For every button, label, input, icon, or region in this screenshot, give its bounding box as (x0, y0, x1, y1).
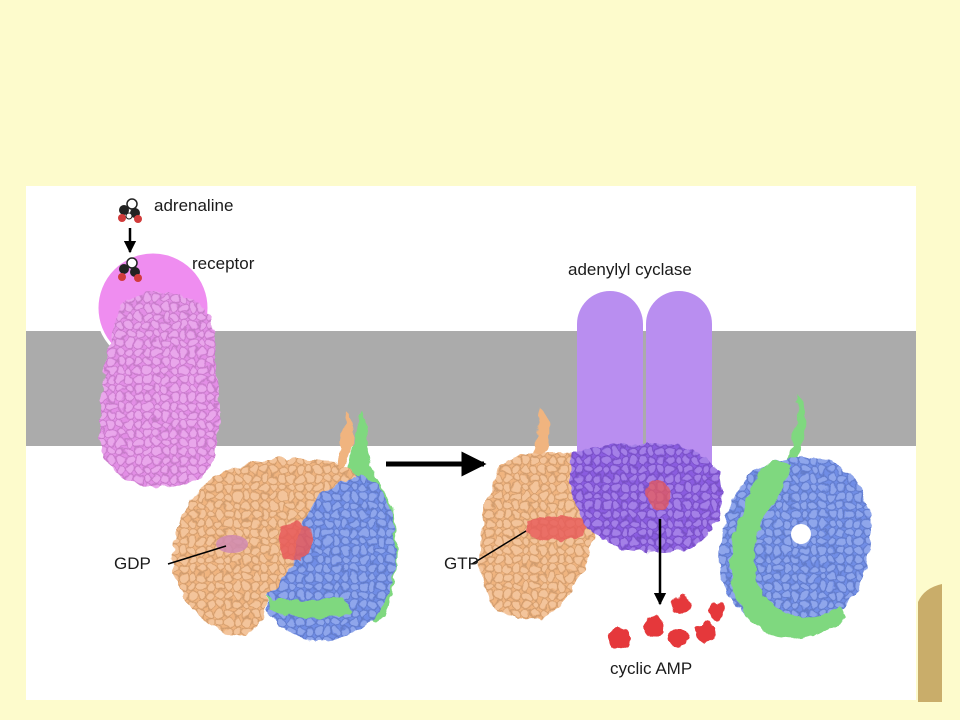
gdp-nucleotide (216, 535, 248, 553)
adrenaline-bound-icon (118, 257, 142, 282)
diagram-canvas (26, 198, 916, 649)
cyclic-amp-label: cyclic AMP (610, 659, 693, 678)
gdp-label: GDP (114, 554, 151, 573)
cyclic-amp-molecules (608, 596, 725, 649)
g-alpha-active (479, 406, 598, 620)
gdp-pointer (167, 545, 227, 565)
g-beta-gamma-complex (719, 394, 871, 638)
adenylyl-cyclase-label: adenylyl cyclase (568, 260, 692, 279)
signaling-diagram: adrenaline receptor adenylyl cyclase GDP… (26, 186, 916, 700)
gtp-pointer (471, 530, 527, 565)
gtp-label: GTP (444, 554, 479, 573)
adrenaline-label: adrenaline (154, 196, 234, 215)
side-tab (918, 584, 942, 702)
adenylyl-cyclase-catalytic (570, 443, 722, 554)
receptor-protein (99, 291, 219, 487)
adenylyl-cyclase-transmembrane (577, 291, 712, 476)
receptor-label: receptor (192, 254, 255, 273)
adrenaline-molecule-icon (118, 198, 142, 223)
g-protein-inactive (172, 411, 397, 641)
